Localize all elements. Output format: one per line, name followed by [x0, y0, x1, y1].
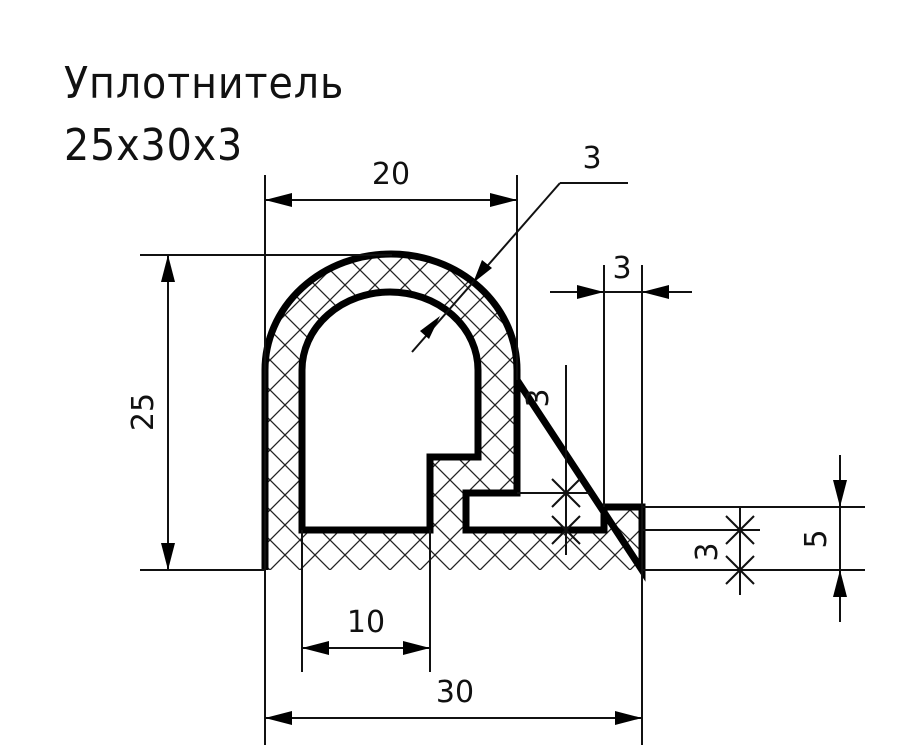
- dim-total-width-label: 30: [436, 675, 474, 710]
- dim-bottom-thickness: 3: [690, 508, 755, 595]
- dim-flange-wall: 3: [550, 251, 692, 299]
- dim-inner-width-label: 10: [347, 605, 385, 640]
- dim-height-label: 25: [126, 393, 161, 431]
- dim-inner-step-label: 3: [521, 388, 556, 407]
- title-name: Уплотнитель: [64, 58, 345, 109]
- dim-bottom-thickness-label: 3: [690, 542, 725, 561]
- title-size: 25x30x3: [64, 120, 244, 171]
- dim-inner-step: 3: [521, 388, 581, 545]
- dim-height: 25: [126, 255, 175, 570]
- dim-total-width: 30: [265, 675, 642, 725]
- dim-flange-height-label: 5: [799, 529, 834, 548]
- dim-top-width-label: 20: [372, 157, 410, 192]
- inner-contour: [298, 288, 482, 534]
- dim-flange-height: 5: [799, 455, 847, 622]
- dim-wall-leader: 3: [411, 141, 628, 353]
- dim-top-width: 20: [265, 157, 517, 207]
- dim-flange-wall-label: 3: [612, 251, 631, 286]
- dim-wall-label: 3: [582, 141, 601, 176]
- dim-inner-width: 10: [302, 605, 430, 655]
